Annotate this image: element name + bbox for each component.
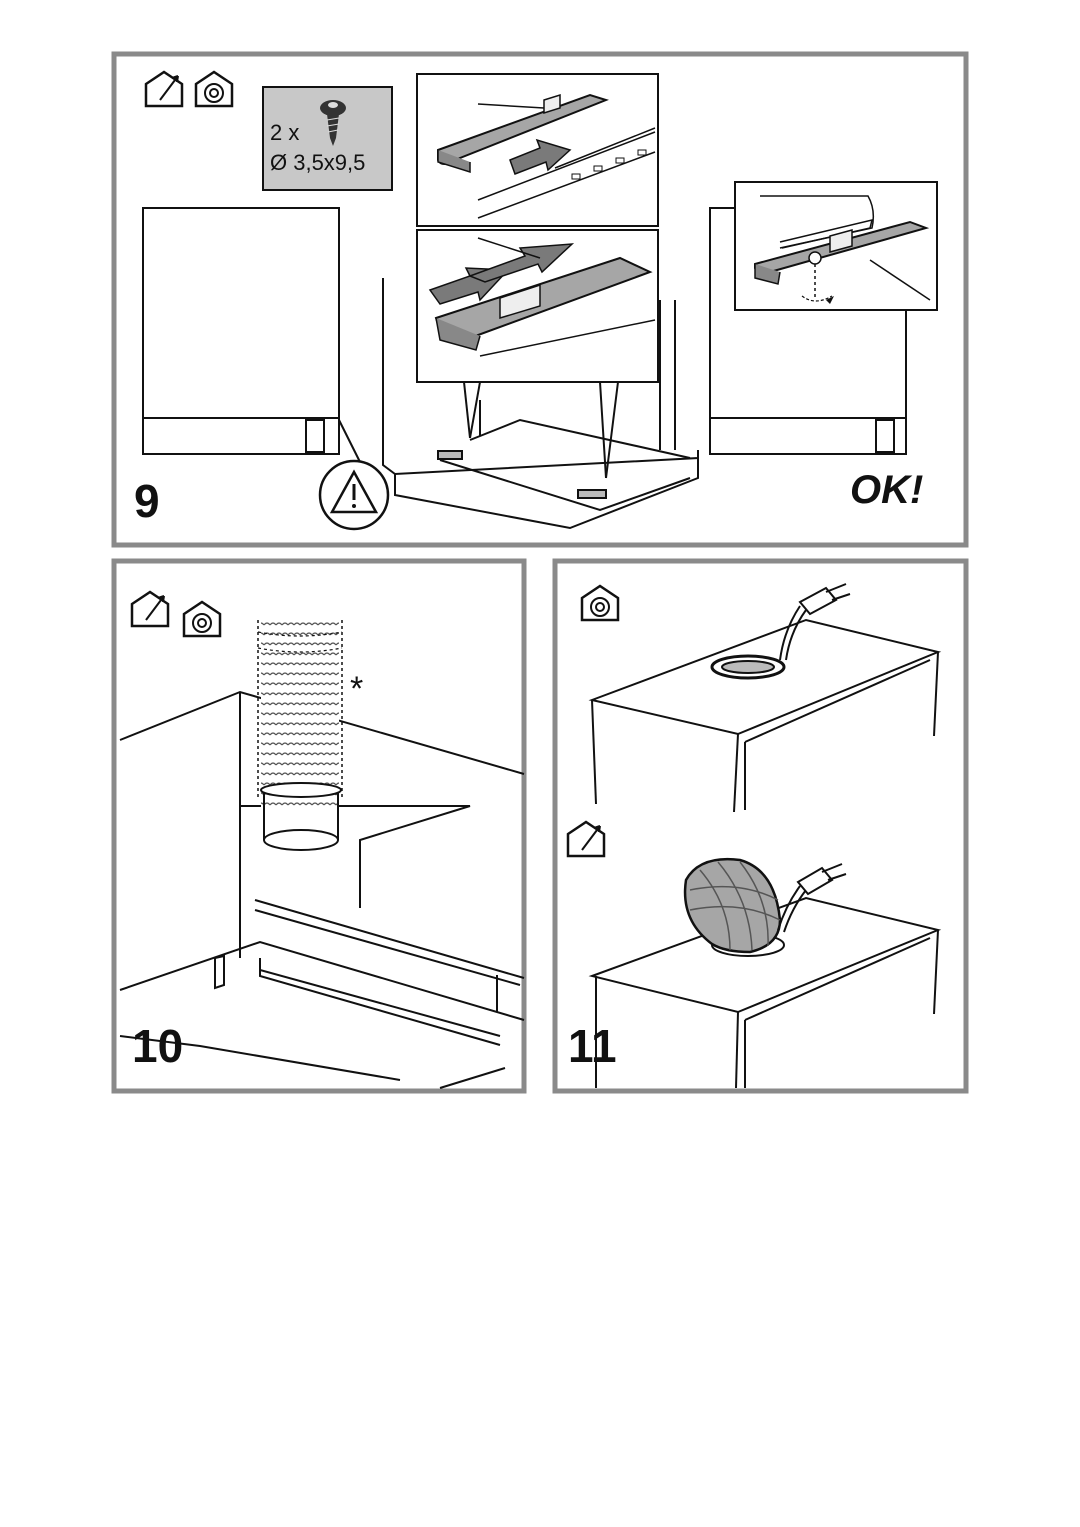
step-11-panel: 11 xyxy=(552,558,969,1094)
left-cabinet xyxy=(142,207,361,463)
detail-slide-bracket xyxy=(416,73,659,227)
ducted-house-icon xyxy=(130,590,170,628)
duct-elbow xyxy=(683,858,782,954)
step-9-panel: 2 x Ø 3,5x9,5 xyxy=(111,51,969,548)
step-number-11: 11 xyxy=(568,1020,617,1072)
power-cord xyxy=(777,863,847,933)
flexible-duct xyxy=(257,620,343,851)
detail-adjust-bracket xyxy=(416,229,659,479)
warning-icon xyxy=(318,459,390,531)
note-asterisk: * xyxy=(350,670,363,708)
ok-label: OK! xyxy=(850,468,923,512)
step-number-9: 9 xyxy=(134,475,160,527)
cabinet-with-hood xyxy=(119,690,525,1089)
detail-fixing-screw xyxy=(734,181,938,311)
step-number-10: 10 xyxy=(132,1020,183,1072)
ducted-house-icon xyxy=(144,70,184,108)
hood-assembly xyxy=(382,278,699,530)
screw-size: Ø 3,5x9,5 xyxy=(270,150,365,175)
recirculation-house-icon xyxy=(580,584,620,622)
screw-quantity: 2 x xyxy=(270,120,299,145)
screw-spec-box: 2 x Ø 3,5x9,5 xyxy=(262,86,393,191)
recirculation-house-icon xyxy=(182,600,222,638)
recirculation-house-icon xyxy=(194,70,234,108)
cabinet-recirculation xyxy=(588,583,942,813)
ducted-house-icon xyxy=(566,820,606,858)
step-10-panel: * 10 xyxy=(111,558,527,1094)
screw-icon xyxy=(320,100,346,146)
